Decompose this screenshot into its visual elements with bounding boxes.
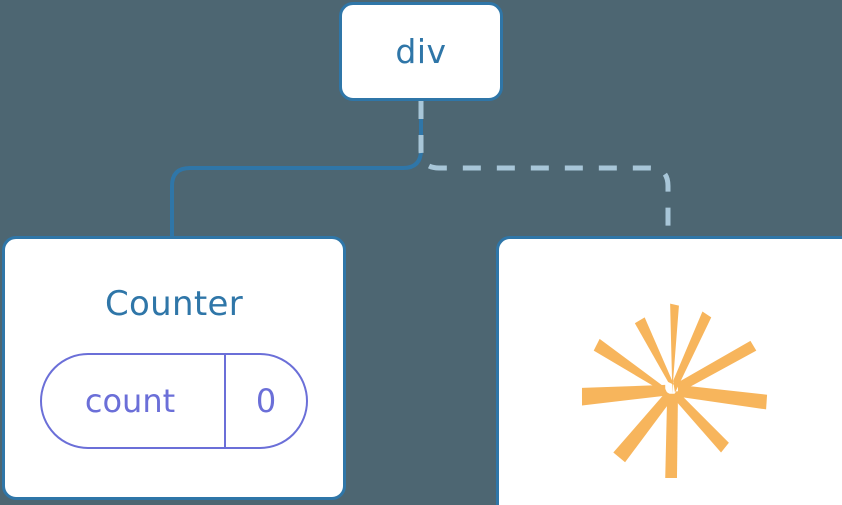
ray-ne bbox=[676, 340, 757, 392]
ray-ese bbox=[672, 390, 729, 453]
ray-ssw bbox=[613, 391, 675, 463]
ray-s bbox=[665, 393, 678, 478]
node-div[interactable]: div bbox=[339, 2, 503, 101]
ray-wnw bbox=[593, 338, 669, 395]
state-pill-value: 0 bbox=[224, 355, 306, 447]
connector-div-to-burst bbox=[418, 101, 671, 236]
ray-nnw bbox=[634, 317, 675, 385]
ray-e bbox=[677, 384, 768, 410]
ray-n bbox=[670, 303, 679, 394]
state-pill-count[interactable]: count 0 bbox=[40, 353, 308, 449]
node-counter[interactable]: Counter count 0 bbox=[2, 236, 346, 500]
state-pill-key: count bbox=[84, 382, 176, 420]
node-counter-label: Counter bbox=[105, 284, 243, 324]
ray-nne bbox=[673, 311, 712, 393]
sparkle-burst-icon bbox=[581, 303, 768, 478]
ray-w bbox=[581, 384, 666, 406]
connector-div-to-counter bbox=[170, 99, 423, 238]
node-div-label: div bbox=[395, 32, 447, 71]
node-render-burst[interactable] bbox=[496, 236, 842, 505]
